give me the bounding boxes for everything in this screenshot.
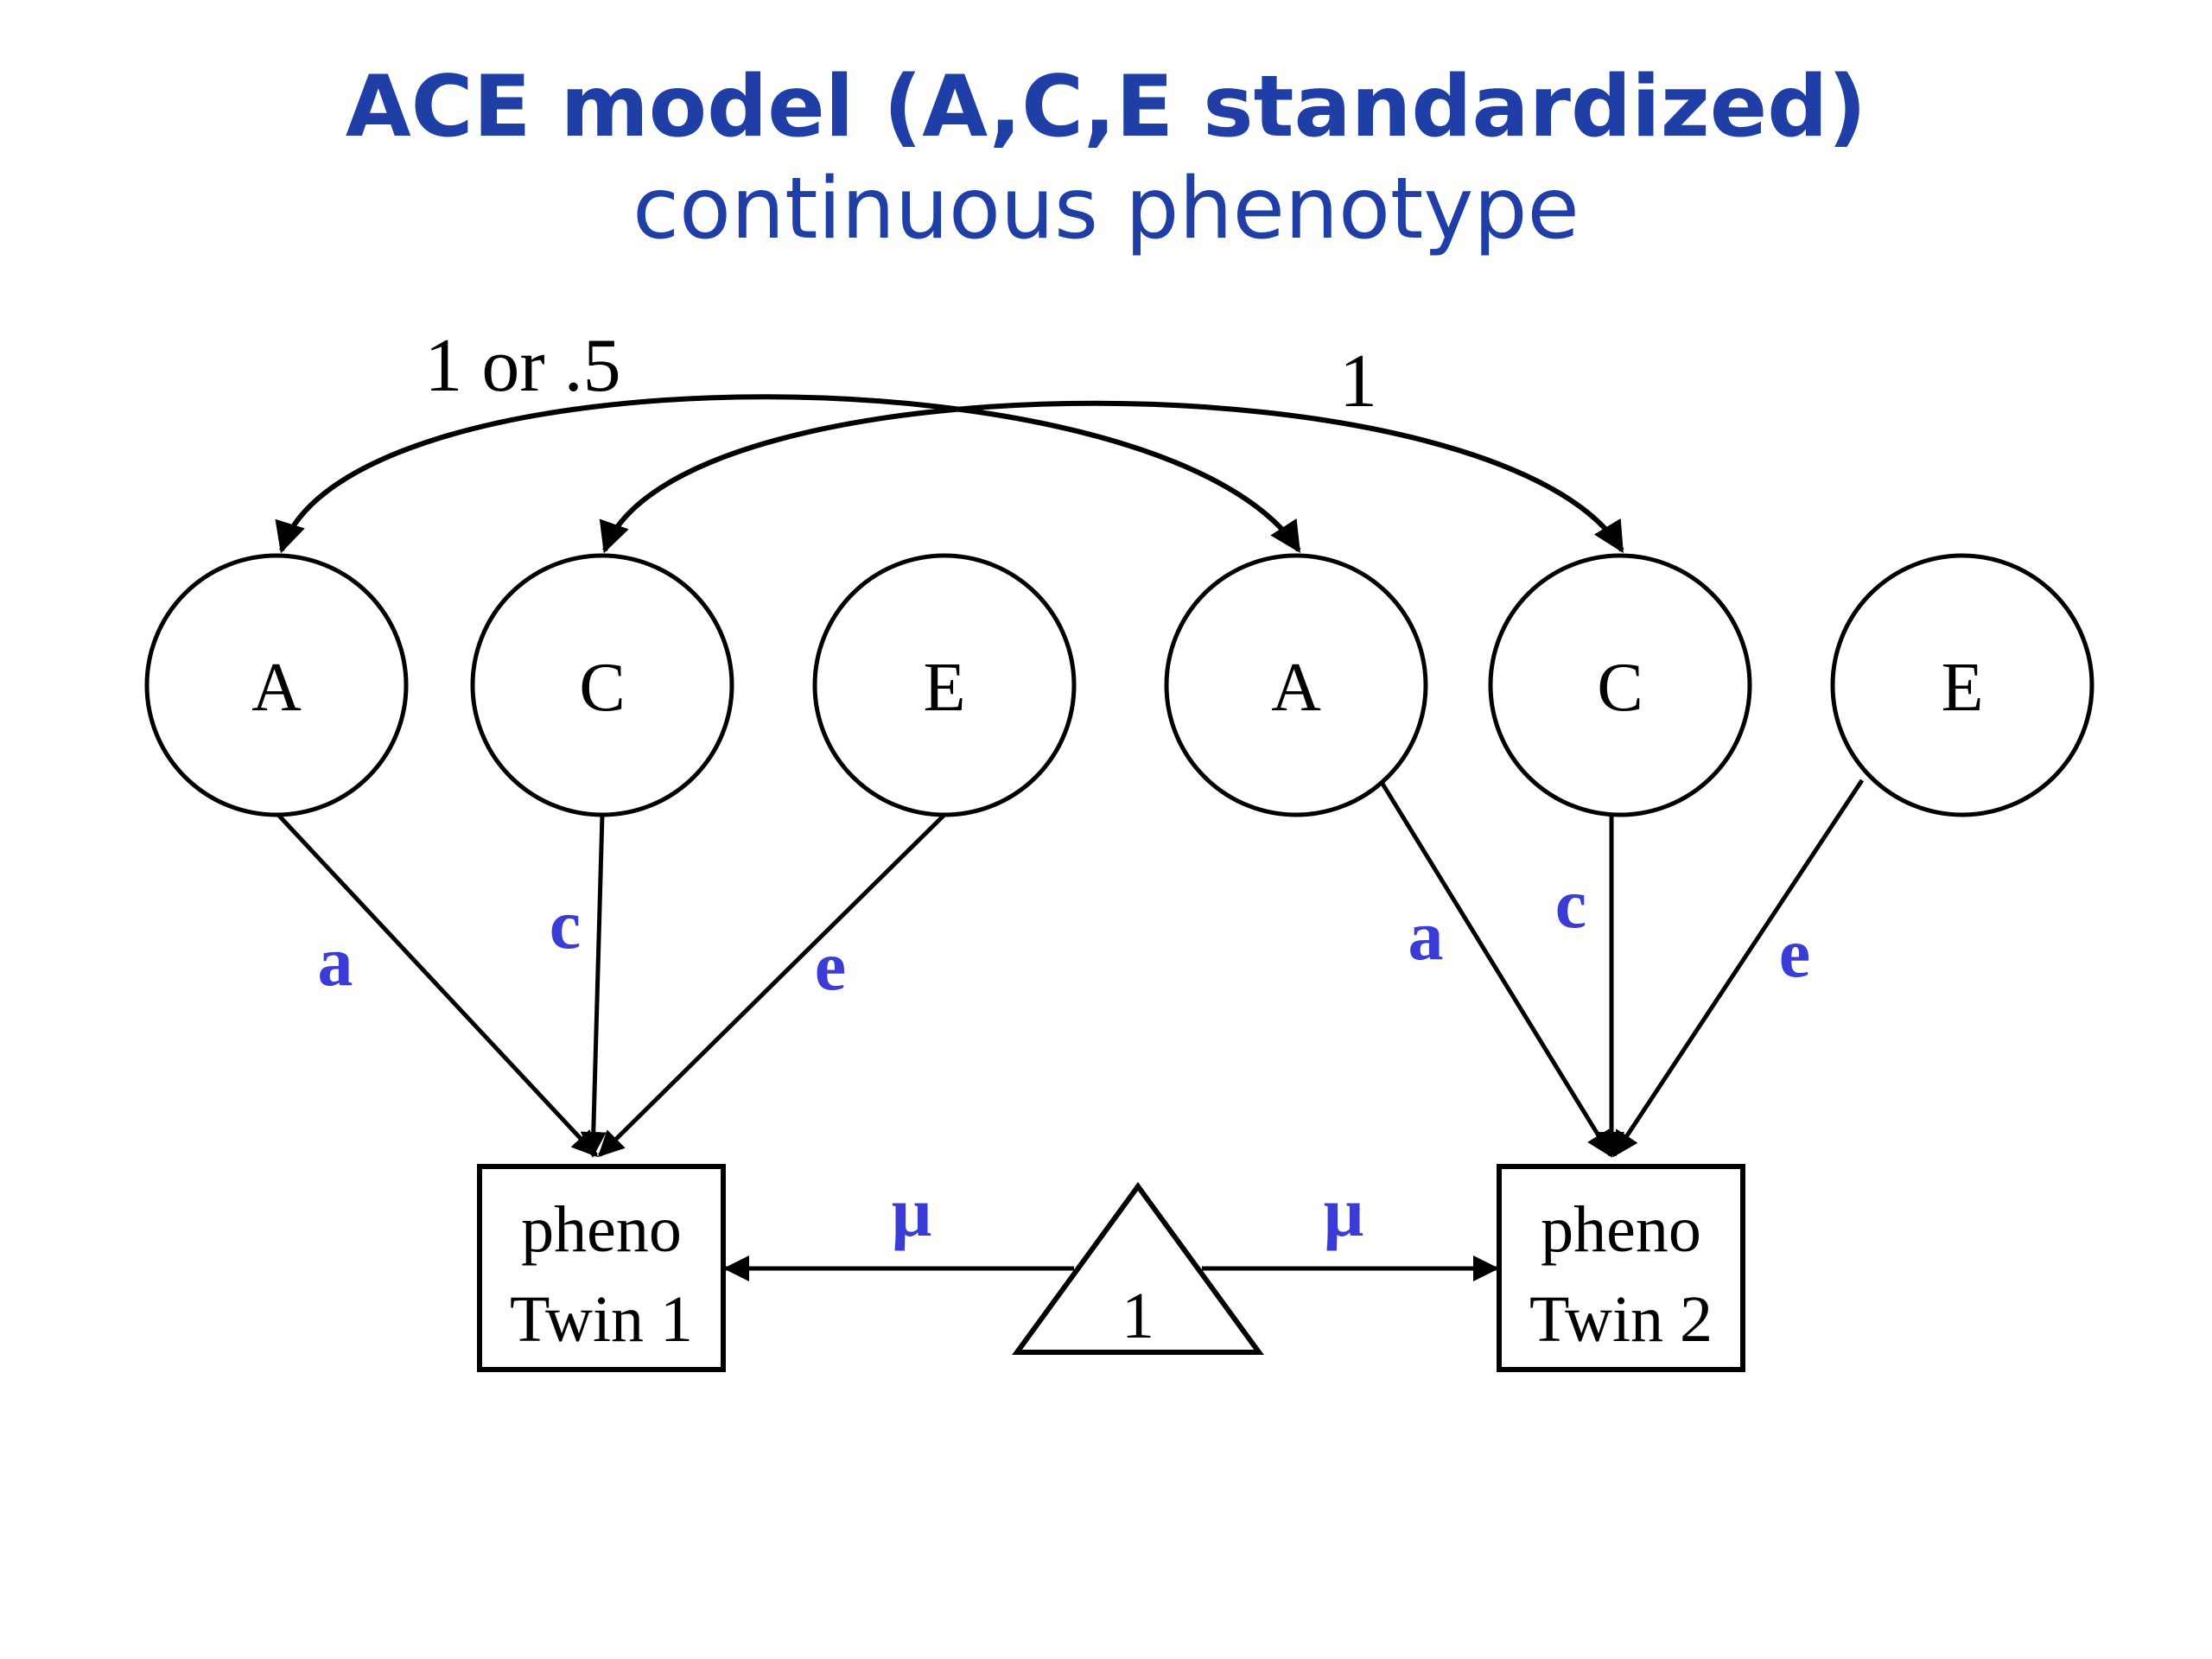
twin1-c-path-label: c	[550, 885, 581, 963]
twin2-e-path-label: e	[1779, 913, 1810, 992]
diagram-title-line-1: ACE model (A,C,E standardized)	[345, 58, 1867, 156]
mean-constant-label: 1	[1122, 1280, 1154, 1352]
twin2-c-path-label: c	[1555, 864, 1586, 943]
twin1-e-label: E	[924, 650, 966, 726]
twin2-a-path	[1380, 782, 1613, 1158]
twin1-a-label: A	[251, 650, 302, 726]
twin2-twin-label: Twin 2	[1529, 1283, 1713, 1356]
twin1-e-path	[597, 813, 946, 1158]
mean-path-twin2-label: μ	[1324, 1173, 1364, 1251]
a-correlation-arc	[275, 394, 1301, 554]
twin2-pheno-box	[1497, 1164, 1745, 1372]
mean-constant-triangle	[1012, 1181, 1264, 1355]
twin1-a-path	[276, 813, 599, 1158]
twin2-a-circle	[1164, 553, 1428, 817]
diagram-title-line-2: continuous phenotype	[632, 160, 1580, 258]
a-correlation-label: 1 or .5	[424, 324, 620, 408]
twin2-a-path-label: a	[1408, 896, 1444, 975]
twin2-c-label: C	[1597, 650, 1643, 726]
mean-path-twin1-label: μ	[892, 1173, 932, 1251]
twin2-pheno-label: pheno	[1541, 1193, 1701, 1266]
twin2-a-label: A	[1271, 650, 1321, 726]
twin1-c-path	[580, 814, 607, 1158]
twin1-c-label: C	[579, 650, 625, 726]
twin1-pheno-label: pheno	[521, 1193, 682, 1266]
twin2-e-path	[1611, 779, 1865, 1158]
twin2-e-label: E	[1942, 650, 1984, 726]
twin1-twin-label: Twin 1	[510, 1283, 693, 1356]
twin2-e-circle	[1830, 553, 2094, 817]
twin1-e-path-label: e	[815, 926, 846, 1005]
twin1-a-circle	[144, 553, 409, 817]
c-correlation-arc	[599, 400, 1624, 554]
twin1-a-path-label: a	[318, 922, 353, 1001]
c-correlation-label: 1	[1339, 340, 1377, 423]
twin2-c-circle	[1488, 553, 1752, 817]
